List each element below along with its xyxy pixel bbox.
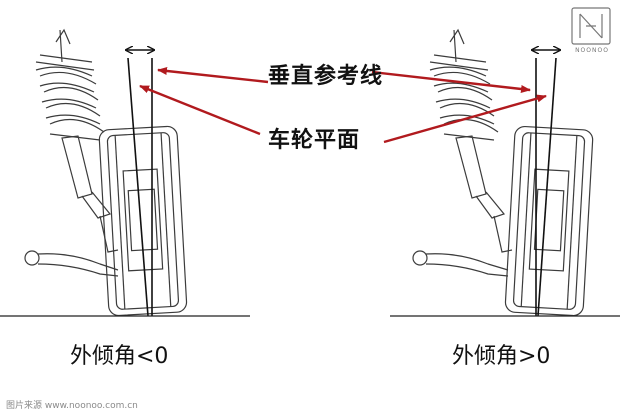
right-coil-spring [429,28,499,141]
arrow-to-left-wheel-plane [139,84,261,136]
right-suspension-assembly [412,28,594,317]
right-wheel-plane-line [537,57,557,317]
noonoo-logo-icon [571,7,611,45]
arrow-to-right-vertical-line [371,70,531,93]
left-wheel-plane-line [127,57,149,317]
label-wheel-plane: 车轮平面 [268,128,361,153]
left-wheel [98,125,188,317]
footer-watermark: 图片来源 www.noonoo.com.cn [6,401,138,411]
logo-text: NOONOO [575,47,609,54]
label-negative-camber: 外倾角<0 [70,344,169,369]
label-positive-camber: 外倾角>0 [452,344,551,369]
left-control-arm [24,250,119,277]
right-control-arm [412,250,509,277]
right-shock-absorber [455,135,513,253]
left-suspension-assembly [24,28,188,317]
arrow-to-left-vertical-line [157,66,269,84]
left-shock-absorber [61,135,119,253]
label-vertical-reference-line: 垂直参考线 [268,64,384,89]
arrow-to-right-wheel-plane [383,94,547,144]
left-coil-spring [35,28,105,141]
